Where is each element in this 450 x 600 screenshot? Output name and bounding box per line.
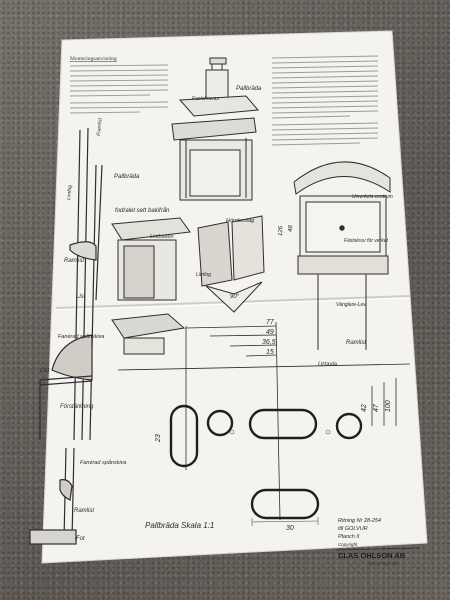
- label-pallbrada-skala: Pallbräda Skala 1:1: [145, 521, 214, 530]
- label-list-side: List: [76, 294, 86, 300]
- slot-template: [169, 404, 363, 520]
- label-fastskruv: Fästskruv för verket: [344, 238, 389, 244]
- cabinet-corner-sketch: [111, 217, 191, 355]
- label-ramlist-lower: Ramlist: [74, 508, 94, 514]
- label-vanglare: Vänglare-Lev.: [336, 302, 367, 308]
- label-pallbrada-side: Pallbräda: [114, 174, 140, 180]
- label-fanerad-a: Fanérad spånskiva: [58, 333, 104, 340]
- dim-48: 48: [288, 225, 294, 233]
- label-fodralet: fodralet sett bakifrån: [115, 207, 170, 214]
- label-fanerad-b: Fanérad spånskiva: [80, 459, 126, 466]
- side-profile-drawing: [29, 127, 103, 545]
- title-address: 780 50 INSJÖN: [368, 560, 400, 566]
- label-fot: Fot: [76, 536, 85, 542]
- label-framlist: Framlist: [96, 117, 104, 136]
- instructions-heading: Monteringsanvisning: [70, 56, 117, 62]
- instructions-paragraph-right: [271, 55, 379, 146]
- instructions-paragraph-left: [69, 64, 169, 114]
- label-urtavla: Urtavla: [318, 362, 338, 368]
- dim-100: 100: [385, 400, 392, 412]
- clock-front-view: [293, 161, 391, 350]
- dim-15: 15: [266, 349, 274, 356]
- dim-77: 77: [266, 319, 275, 326]
- label-fastskruvas: Fastskruvas: [192, 96, 219, 102]
- dim-30: 30: [286, 525, 294, 532]
- label-pallbrada-top: Pallbräda: [236, 86, 262, 92]
- title-company: CLAS OHLSON AB: [338, 551, 406, 560]
- label-vinkel: 90°: [230, 294, 240, 300]
- dim-365: 36,5: [262, 339, 276, 346]
- dimension-lines: [117, 321, 411, 521]
- dim-42: 42: [361, 404, 368, 412]
- label-ramlist-side: Ramlist: [64, 258, 84, 264]
- dim-23: 23: [155, 434, 162, 443]
- title-planch: Planch II: [338, 534, 360, 540]
- slot-template-guides: [229, 429, 331, 526]
- title-ritning: Ritning Nr 28-254: [338, 518, 381, 524]
- clock-hood-sketch: [171, 57, 260, 201]
- label-listbasen: Listbasen: [150, 234, 174, 240]
- dim-47: 47: [373, 403, 380, 412]
- label-limfog-center: Limfog: [196, 272, 211, 278]
- title-till: till GOLVUR: [338, 526, 368, 532]
- label-list-lower: List: [40, 368, 50, 374]
- dim-126: 126: [278, 225, 284, 236]
- title-block: Ritning Nr 28-254 till GOLVUR Planch II …: [335, 518, 421, 566]
- label-hornbeslag: Hörnbeslag: [226, 218, 255, 224]
- label-limfog-side: Limfog: [66, 184, 73, 200]
- dim-49: 49: [266, 329, 274, 336]
- label-ramlist-right: Ramlist: [346, 340, 366, 346]
- label-forstarkning: Förstärkning: [60, 404, 94, 410]
- label-urverkets-centrum: Urverkets centrum: [352, 194, 393, 200]
- corner-joint-sketch: [197, 215, 265, 313]
- title-copyright: Copyright: [338, 542, 358, 547]
